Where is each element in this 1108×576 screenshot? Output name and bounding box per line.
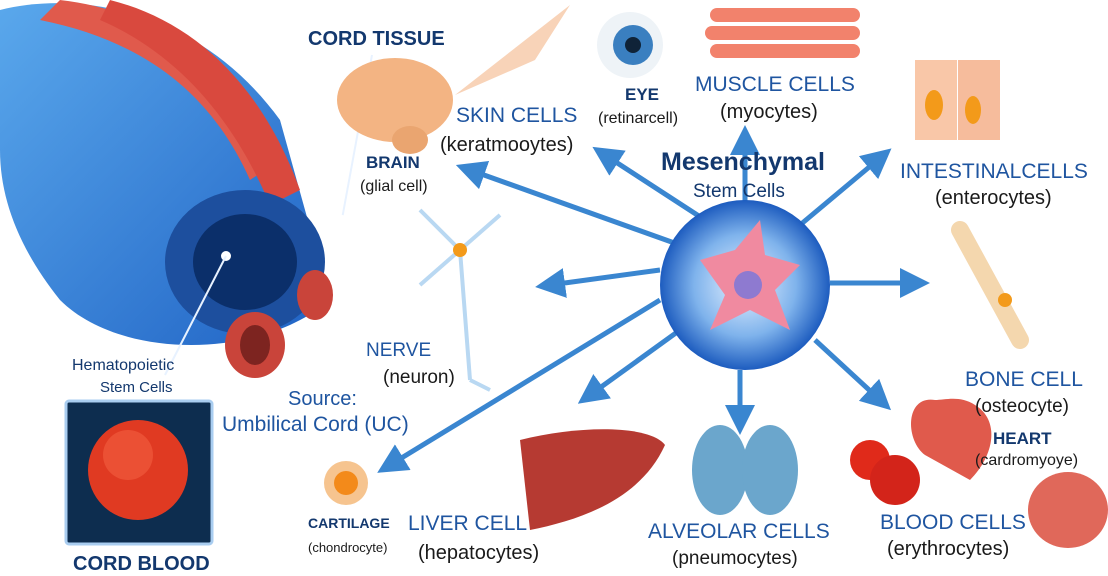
- heart-type: (cardromyoye): [975, 452, 1079, 469]
- brain-type: (glial cell): [360, 178, 428, 195]
- cartilage-type: (chondrocyte): [308, 540, 388, 555]
- nerve-label: NERVE: [366, 340, 432, 361]
- brain-illustration: [337, 58, 453, 154]
- heart-label: HEART: [993, 429, 1052, 448]
- bone-cell-illustration: [951, 221, 1029, 349]
- differentiation-arrows: [377, 125, 930, 473]
- hematopoietic-label: Hematopoietic: [72, 357, 175, 374]
- blood-cells-label: BLOOD CELLS: [880, 511, 1026, 534]
- alveolar-cells-type: (pneumocytes): [672, 548, 798, 569]
- liver-cell-type: (hepatocytes): [418, 542, 540, 564]
- eye-label: EYE: [625, 85, 660, 104]
- skin-cells-type: (keratmooytes): [440, 134, 574, 156]
- muscle-cells-type: (myocytes): [720, 101, 818, 123]
- msc-subtitle: Stem Cells: [693, 181, 785, 202]
- brain-label: BRAIN: [366, 153, 420, 172]
- hematopoietic-label-2: Stem Cells: [100, 379, 173, 396]
- muscle-cells-label: MUSCLE CELLS: [695, 73, 855, 96]
- umbilical-cord-illustration: [0, 0, 373, 378]
- intestinal-cells-type: (enterocytes): [935, 187, 1052, 209]
- skin-cells-label: SKIN CELLS: [456, 104, 578, 127]
- kidney-illustration: [1028, 472, 1108, 548]
- cartilage-label: CARTILAGE: [308, 515, 390, 531]
- muscle-cells-illustration: [705, 8, 860, 58]
- umbilical-cord-label: Umbilical Cord (UC): [222, 413, 409, 436]
- skin-cell-illustration: [455, 5, 570, 95]
- liver-cell-label: LIVER CELL: [408, 512, 528, 535]
- intestinal-cells-illustration: [915, 60, 1000, 140]
- eye-type: (retinarcell): [598, 110, 679, 127]
- nerve-type: (neuron): [383, 367, 455, 388]
- cartilage-cell-illustration: [324, 461, 368, 505]
- alveolar-cells-label: ALVEOLAR CELLS: [648, 520, 830, 543]
- nerve-cell-illustration: [418, 208, 502, 392]
- msc-title: Mesenchymal: [661, 148, 825, 176]
- heart-illustration: [911, 398, 992, 480]
- bone-cell-label: BONE CELL: [965, 368, 1083, 391]
- cord-tissue-label: CORD TISSUE: [308, 28, 445, 50]
- bone-cell-type: (osteocyte): [975, 396, 1069, 417]
- cord-blood-image: [64, 399, 214, 546]
- blood-cells-type: (erythrocytes): [887, 538, 1010, 560]
- liver-illustration: [520, 429, 665, 530]
- red-blood-cells-illustration: [850, 440, 920, 505]
- mesenchymal-stem-cell-illustration: [660, 200, 830, 370]
- lungs-illustration: [692, 425, 798, 515]
- eye-illustration: [597, 12, 663, 78]
- intestinal-cells-label: INTESTINALCELLS: [900, 160, 1088, 183]
- cord-blood-label: CORD BLOOD: [73, 553, 210, 575]
- source-label: Source:: [288, 388, 357, 410]
